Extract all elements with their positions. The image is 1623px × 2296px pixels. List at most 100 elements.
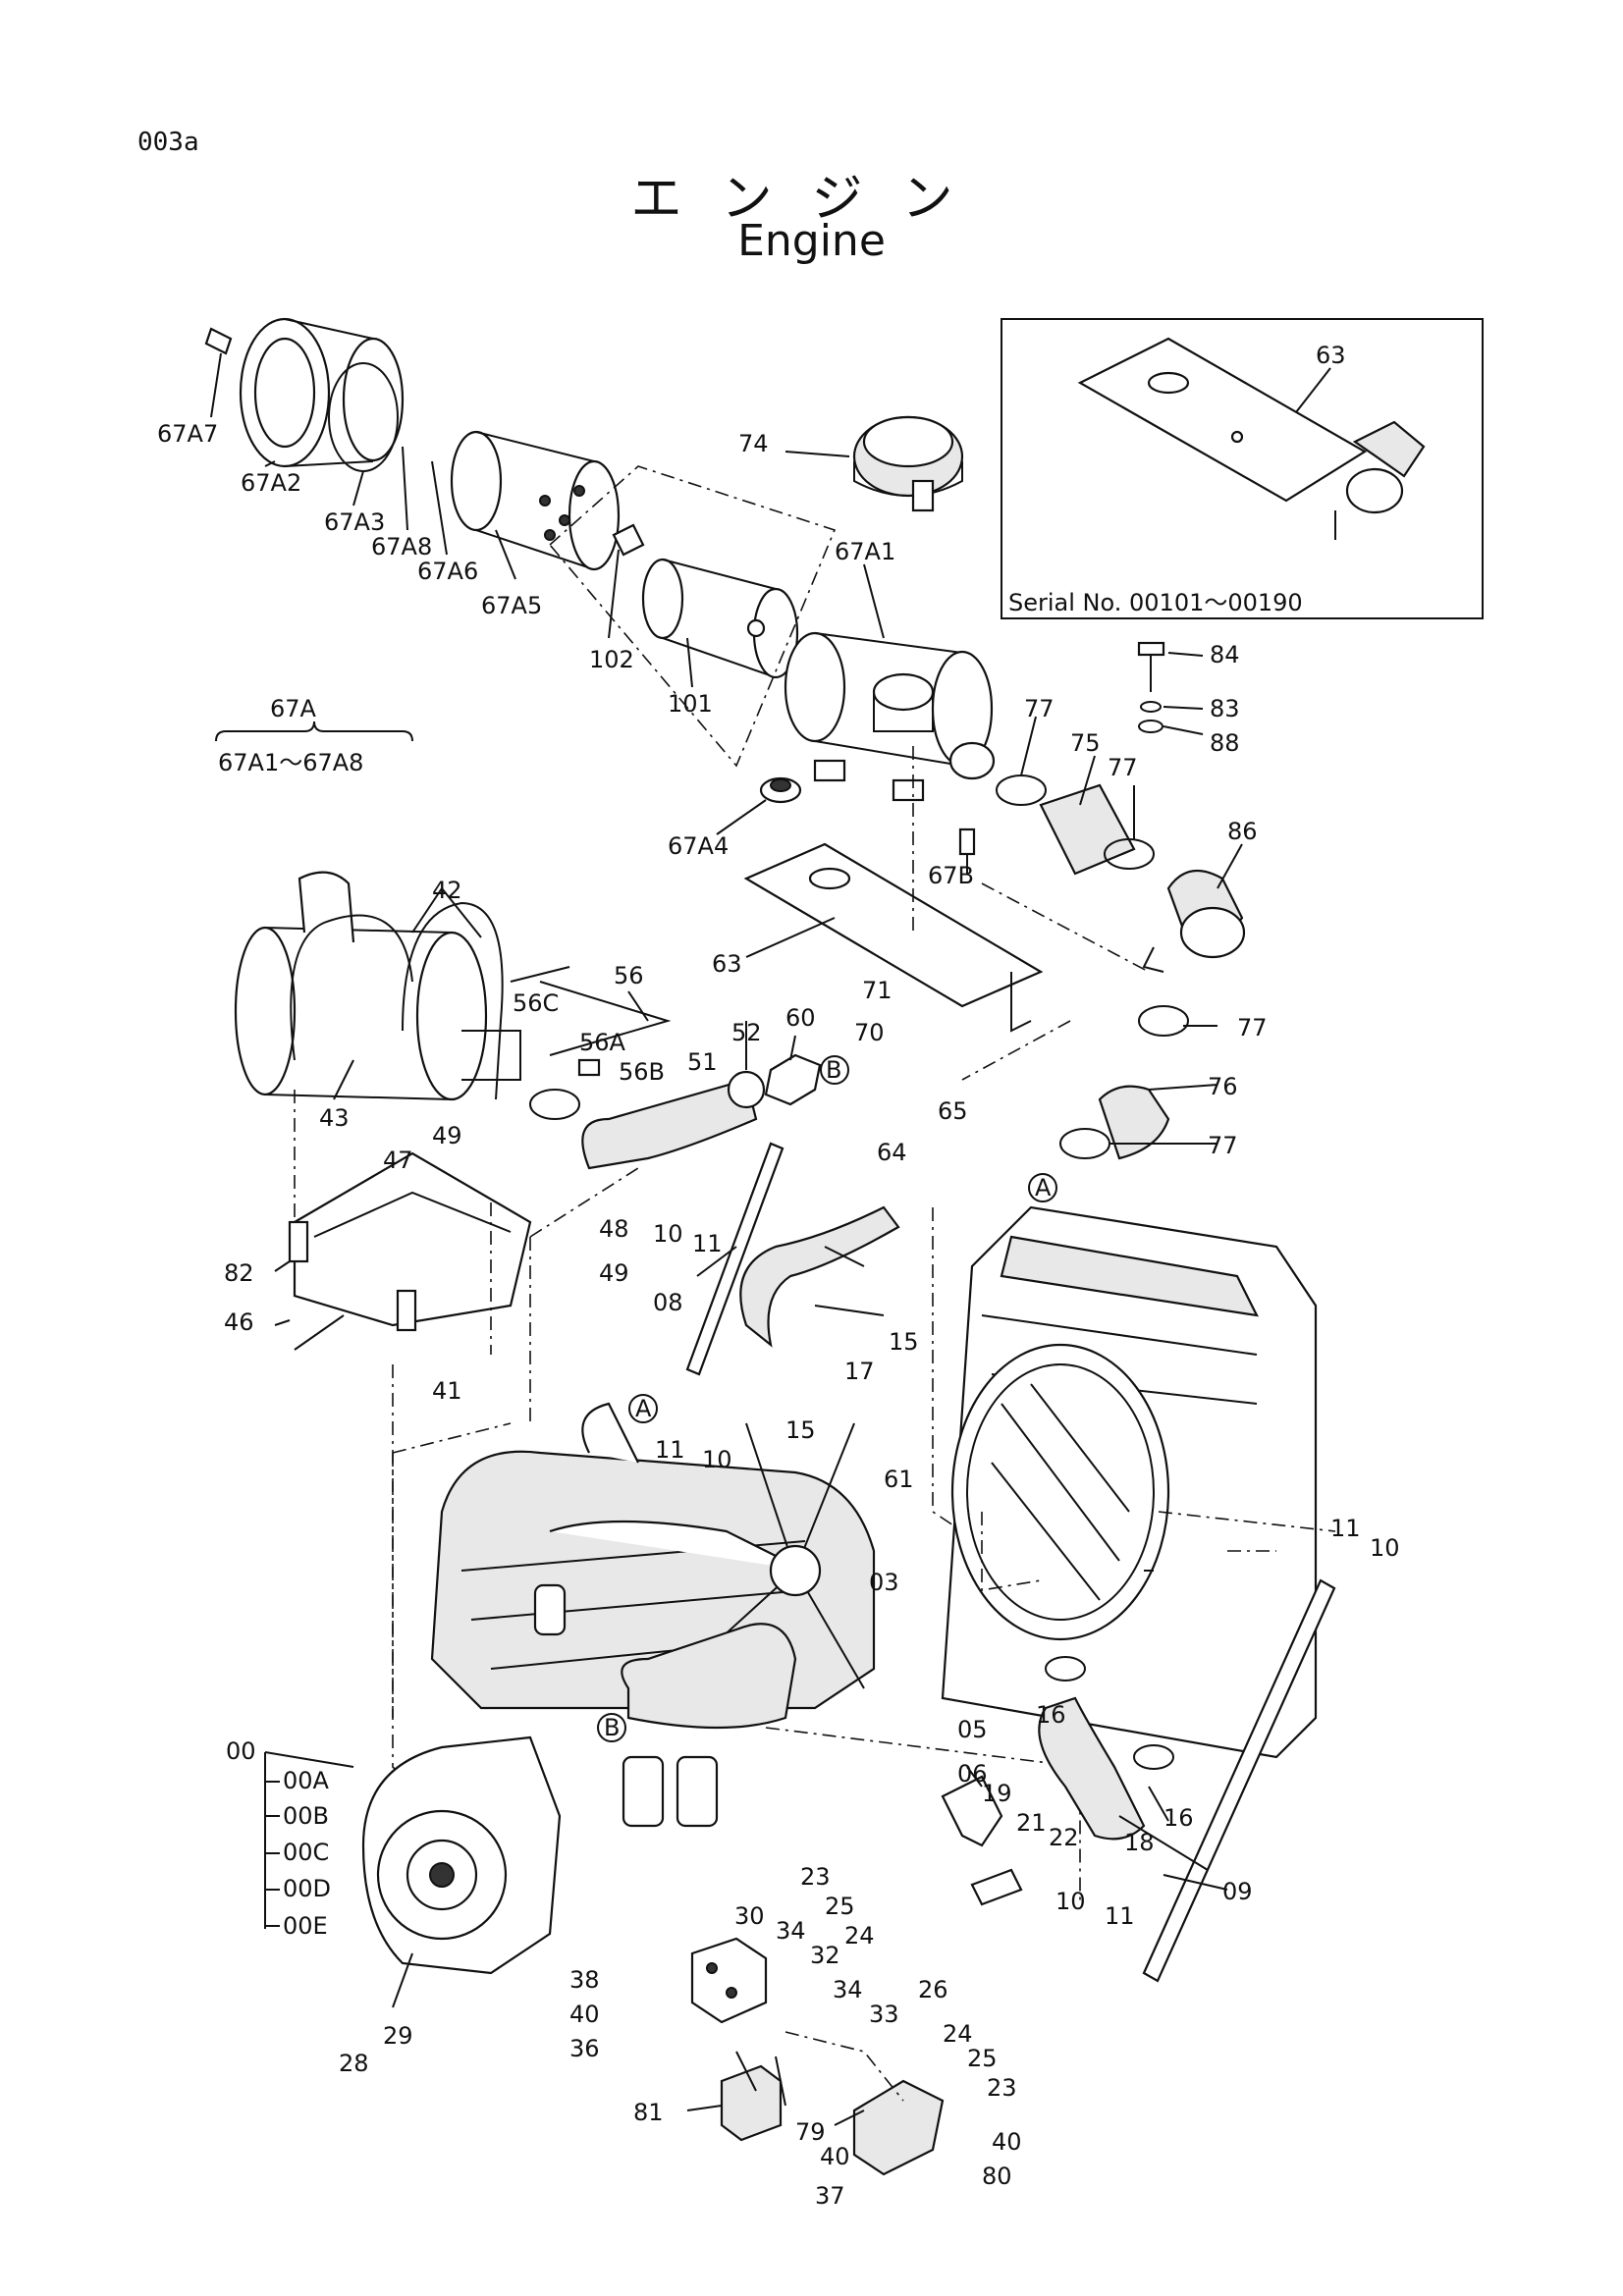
callout-leaders [210,352,1243,2126]
label-56a: 56A [579,1029,626,1056]
label-11-lower: 11 [1105,1902,1135,1930]
label-86: 86 [1227,818,1258,845]
label-76: 76 [1208,1073,1238,1100]
group-range: 67A1～67A8 [218,749,363,776]
label-34-lower: 34 [833,1976,863,2003]
label-75: 75 [1070,729,1101,757]
label-00a: 00A [283,1767,330,1794]
label-83: 83 [1210,695,1240,722]
engine-mounts [690,1937,945,2176]
label-56c: 56C [513,989,559,1017]
label-51: 51 [687,1048,718,1076]
ref-a-lower: A [635,1395,652,1422]
label-33: 33 [869,2001,899,2028]
label-56b: 56B [619,1058,665,1086]
group-67a-legend: 67A 67A1～67A8 [215,695,413,776]
label-26: 26 [918,1976,948,2003]
label-67b: 67B [928,862,974,889]
engine-block [361,1167,1081,1975]
label-11-upper: 11 [692,1230,723,1257]
label-00e: 00E [283,1912,328,1940]
label-88: 88 [1210,729,1240,757]
label-43: 43 [319,1104,350,1132]
cooling-fan-icon [686,1422,865,1689]
label-11-middle: 11 [655,1436,685,1464]
label-09: 09 [1222,1878,1253,1905]
label-19: 19 [982,1780,1012,1807]
label-77-upper-left: 77 [1024,695,1055,722]
label-47: 47 [383,1147,413,1174]
label-82: 82 [224,1259,254,1287]
label-77-right-lower: 77 [1208,1132,1238,1159]
serial-number-range: Serial No. 00101～00190 [1008,589,1303,616]
label-10-lower: 10 [1055,1888,1086,1915]
label-37: 37 [815,2182,845,2210]
title-english: Engine [737,216,886,266]
label-70: 70 [854,1019,885,1046]
label-79: 79 [795,2118,826,2146]
reference-markers: B A A B [597,1055,1057,1742]
label-80: 80 [982,2163,1012,2190]
label-22: 22 [1049,1824,1079,1851]
label-25-upper: 25 [825,1893,855,1920]
label-67a6: 67A6 [417,558,478,585]
label-49-upper: 49 [432,1122,462,1149]
label-67a7: 67A7 [157,420,218,448]
label-60: 60 [785,1004,816,1032]
callout-labels: 67A7 67A2 67A3 67A8 67A6 67A5 102 101 67… [157,420,1400,2210]
label-42: 42 [432,877,462,904]
label-06: 06 [957,1760,988,1788]
label-00: 00 [226,1737,256,1765]
label-101: 101 [668,690,713,718]
label-03: 03 [869,1569,899,1596]
ref-a-upper: A [1035,1174,1052,1201]
part-63-inset-label: 63 [1316,342,1346,369]
label-32: 32 [810,1942,840,1969]
label-71: 71 [862,977,893,1004]
label-11-right: 11 [1330,1515,1361,1542]
label-36: 36 [569,2035,600,2062]
label-10-middle: 10 [702,1446,732,1473]
label-10-right: 10 [1370,1534,1400,1562]
label-16-left: 16 [1036,1701,1066,1729]
label-28: 28 [339,2050,369,2077]
label-67a2: 67A2 [241,469,301,497]
label-65: 65 [938,1097,968,1125]
ref-b-lower: B [604,1714,620,1741]
label-64: 64 [877,1139,907,1166]
label-61: 61 [884,1466,914,1493]
fan-shroud-icon [950,1343,1170,1641]
label-00b: 00B [283,1802,329,1830]
label-29: 29 [383,2022,413,2050]
group-number: 67A [270,695,317,722]
label-16-right: 16 [1163,1804,1194,1832]
title-japanese: エンジン [630,170,993,229]
label-18: 18 [1124,1829,1155,1856]
label-46: 46 [224,1308,254,1336]
label-23-upper: 23 [800,1863,831,1891]
ref-b-upper: B [826,1056,841,1084]
label-38: 38 [569,1966,600,1994]
air-cleaner-assembly [204,317,1246,1081]
label-15-upper: 15 [889,1328,919,1356]
label-24-lower: 24 [943,2020,973,2048]
label-00d: 00D [283,1875,331,1902]
label-21: 21 [1016,1809,1047,1837]
label-40-left: 40 [569,2001,600,2028]
label-41: 41 [432,1377,462,1405]
label-67a5: 67A5 [481,592,542,619]
label-77-right-upper: 77 [1237,1014,1268,1041]
label-25-lower: 25 [967,2045,998,2072]
muffler-assembly [234,871,822,1797]
label-56: 56 [614,962,644,989]
label-30: 30 [734,1902,765,1930]
label-67a3: 67A3 [324,508,385,536]
label-52: 52 [731,1019,762,1046]
label-24-upper: 24 [844,1922,875,1949]
label-67a8: 67A8 [371,533,432,561]
label-81: 81 [633,2099,664,2126]
label-67a1: 67A1 [835,538,895,565]
label-40-bottom-right: 40 [992,2128,1022,2156]
label-08: 08 [653,1289,683,1316]
